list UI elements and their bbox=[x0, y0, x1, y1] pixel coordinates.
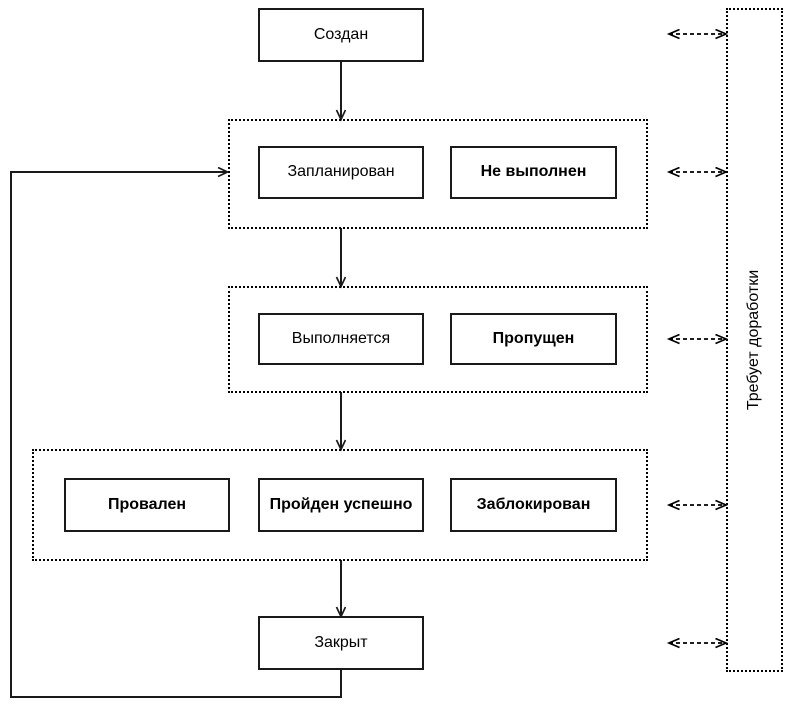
node-passed[interactable]: Пройден успешно bbox=[258, 478, 424, 532]
node-blocked[interactable]: Заблокирован bbox=[450, 478, 617, 532]
node-closed[interactable]: Закрыт bbox=[258, 616, 424, 670]
node-planned-label: Запланирован bbox=[287, 163, 395, 181]
rework-column: Требует доработки bbox=[726, 8, 783, 672]
node-in-progress-label: Выполняется bbox=[291, 329, 391, 347]
node-skipped-label: Пропущен bbox=[492, 329, 575, 347]
node-closed-label: Закрыт bbox=[314, 633, 368, 651]
node-not-executed[interactable]: Не выполнен bbox=[450, 146, 617, 199]
rework-column-label: Требует доработки bbox=[745, 269, 763, 411]
node-in-progress[interactable]: Выполняется bbox=[258, 313, 424, 365]
node-passed-label: Пройден успешно bbox=[269, 495, 413, 513]
node-skipped[interactable]: Пропущен bbox=[450, 313, 617, 365]
node-planned[interactable]: Запланирован bbox=[258, 146, 424, 199]
node-created-label: Создан bbox=[313, 25, 369, 43]
node-created[interactable]: Создан bbox=[258, 8, 424, 62]
node-failed[interactable]: Провален bbox=[64, 478, 230, 532]
node-blocked-label: Заблокирован bbox=[476, 495, 591, 513]
node-not-executed-label: Не выполнен bbox=[480, 163, 587, 181]
node-failed-label: Провален bbox=[107, 495, 187, 513]
